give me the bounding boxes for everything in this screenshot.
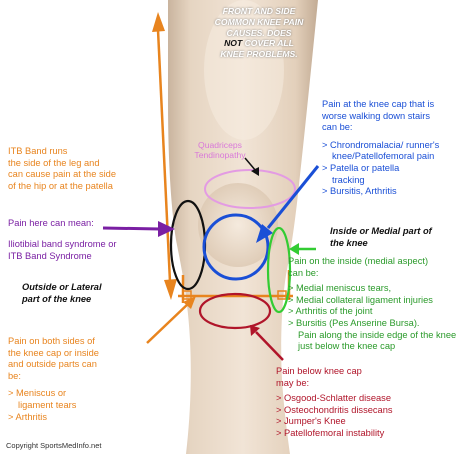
below-kneecap-oval <box>198 292 272 330</box>
kneecap-item: > Patella or patella <box>322 162 400 173</box>
below-arrow-line <box>255 331 284 361</box>
medial-intro-line: Pain on the inside (medial aspect) <box>288 256 429 266</box>
itb-line: the side of the leg and <box>8 157 100 168</box>
below-kneecap-description: Pain below knee cap may be: > Osgood-Sch… <box>276 366 393 440</box>
quadriceps-arrow-line <box>244 157 257 172</box>
kneecap-item: > Bursitis, Arthritis <box>322 186 397 197</box>
medial-title: Inside or Medial part of the knee <box>330 226 432 249</box>
kneecap-arrow-line <box>266 165 320 229</box>
below-item: > Jumper's Knee <box>276 416 346 427</box>
thigh-highlight <box>204 0 284 140</box>
kneecap-item: knee/Patellofemoral pain <box>332 151 435 162</box>
disclaimer-line: KNEE PROBLEMS. <box>220 49 298 60</box>
both-sides-intro-line: Pain on both sides of <box>8 336 95 346</box>
below-item: > Patellofemoral instability <box>276 427 385 438</box>
both-sides-intro-line: be: <box>8 370 21 381</box>
medial-arrow-head <box>289 243 299 255</box>
medial-item: > Medial meniscus tears, <box>288 283 392 294</box>
medial-item: Pain along the inside edge of the knee <box>298 329 457 340</box>
medial-intro-line: can be: <box>288 267 319 278</box>
below-item: > Osteochondritis dissecans <box>276 404 393 415</box>
disclaimer-line: FRONT AND SIDE <box>222 6 296 16</box>
itb-line: of the hip or at the patella <box>8 180 113 191</box>
both-sides-arrow-line <box>146 301 191 344</box>
itb-pain-arrow-line <box>102 226 161 231</box>
itb-line: can cause pain at the side <box>8 169 117 180</box>
medial-item: > Bursitis (Pes Anserine Bursa). <box>288 317 420 328</box>
itb-arrow-head-top <box>152 12 165 32</box>
below-item: > Osgood-Schlatter disease <box>276 393 391 404</box>
copyright-text: Copyright SportsMedInfo.net <box>6 441 102 450</box>
itb-arrow-line <box>156 29 172 283</box>
disclaimer-rest: COVER ALL <box>242 38 294 49</box>
both-sides-item: > Meniscus or <box>8 388 67 399</box>
itb-arrow-head-bottom <box>164 279 177 300</box>
bracket-end-box <box>182 290 192 300</box>
below-arrow-head <box>250 325 260 336</box>
below-intro-line: Pain below knee cap <box>276 366 362 376</box>
medial-title-line: Inside or Medial part of <box>330 226 432 236</box>
itb-pain-line: Iliotibial band syndrome or <box>8 239 117 249</box>
medial-item: > Arthritis of the joint <box>288 306 373 317</box>
kneecap-item: > Chrondromalacia/ runner's <box>322 139 440 150</box>
itb-pain-heading: Pain here can mean: <box>8 218 94 228</box>
kneecap-description: Pain at the knee cap that is worse walki… <box>322 99 439 198</box>
lateral-line: Outside or Lateral <box>22 282 102 292</box>
kneecap-arrow-head <box>256 224 273 243</box>
itb-pain-description: Iliotibial band syndrome or ITB Band Syn… <box>8 239 117 262</box>
disclaimer-line: NOT COVER ALL <box>204 38 314 49</box>
quadriceps-label: Quadriceps Tendinopathy <box>183 140 257 161</box>
both-sides-description: Pain on both sides of the knee cap or in… <box>8 336 99 423</box>
disclaimer-line: COMMON KNEE PAIN <box>214 16 304 27</box>
bracket-end-box-right <box>277 290 287 300</box>
kneecap-intro-line: can be: <box>322 122 353 133</box>
itb-pain-arrow-head <box>158 221 175 237</box>
kneecap-intro-line: Pain at the knee cap that is <box>322 99 435 109</box>
both-sides-item: ligament tears <box>18 399 77 410</box>
quadriceps-oval <box>204 169 296 209</box>
both-sides-intro-line: the knee cap or inside <box>8 347 99 358</box>
medial-description: Pain on the inside (medial aspect) can b… <box>288 256 456 353</box>
disclaimer-note: FRONT AND SIDE COMMON KNEE PAIN CAUSES. … <box>204 6 314 60</box>
disclaimer-line: CAUSES. DOES <box>226 27 292 38</box>
itb-line: ITB Band runs <box>8 146 68 156</box>
patella-shape <box>198 183 278 267</box>
itb-pain-line: ITB Band Syndrome <box>8 250 92 261</box>
medial-title-line: the knee <box>330 237 368 248</box>
both-sides-intro-line: and outside parts can <box>8 359 97 370</box>
disclaimer-emphasis: NOT <box>224 38 243 49</box>
patella-circle <box>202 213 270 281</box>
both-sides-item: > Arthritis <box>8 411 48 422</box>
kneecap-item: tracking <box>332 174 365 185</box>
medial-item: > Medial collateral ligament injuries <box>288 294 433 305</box>
below-intro-line: may be: <box>276 377 310 388</box>
medial-oval <box>266 226 292 314</box>
lateral-line: part of the knee <box>22 293 92 304</box>
itb-description: ITB Band runs the side of the leg and ca… <box>8 146 116 192</box>
quadriceps-arrow-head <box>251 167 259 176</box>
kneecap-intro-line: worse walking down stairs <box>322 110 430 121</box>
both-sides-arrow-head <box>183 296 196 309</box>
lateral-label: Outside or Lateral part of the knee <box>22 282 102 305</box>
medial-item: just below the knee cap <box>298 341 396 352</box>
quadriceps-line: Tendinopathy <box>194 150 246 161</box>
quadriceps-line: Quadriceps <box>198 140 242 150</box>
